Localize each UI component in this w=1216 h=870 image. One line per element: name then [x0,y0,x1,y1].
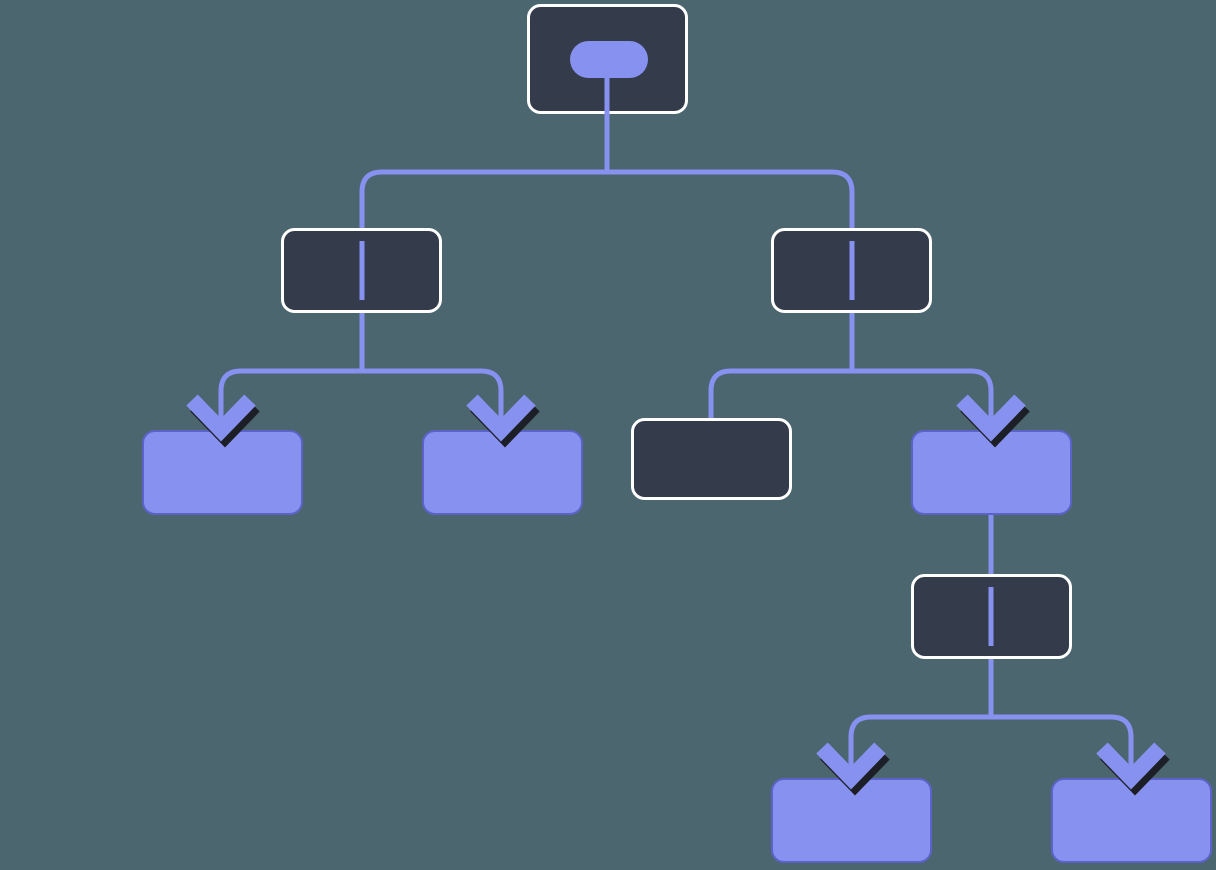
level2-right-node[interactable] [771,228,932,313]
edge-level4-to-leaf-left [848,714,991,778]
level4-dark-node[interactable] [911,574,1072,659]
nodes-group [142,4,1212,863]
level3-dark-node[interactable] [631,418,792,500]
level2-left-node[interactable] [281,228,442,313]
arrowhead-marker [466,394,540,448]
arrowhead-marker [816,742,890,796]
edge-level2-left-to-leaf-a [218,368,362,430]
arrowhead-highlight-chevron [186,394,256,442]
edge-root-to-level2-right [607,169,855,228]
edge-level4-to-leaf-right [991,714,1134,778]
edge-level2-right-to-branch-node [852,368,994,430]
arrowhead-marker [186,394,260,448]
node-shape [631,418,792,500]
root-node[interactable] [527,4,688,115]
arrowhead-highlight-chevron [816,742,886,790]
arrowhead-highlight-chevron [956,394,1026,442]
arrowhead-highlight-chevron [1096,742,1166,790]
arrowhead-marker [956,394,1030,448]
arrowheads-group [186,394,1170,796]
arrowhead-marker [1096,742,1170,796]
arrowhead-highlight-chevron [466,394,536,442]
edge-level2-right-to-dark-node [708,368,852,418]
edge-level2-left-to-leaf-b [362,368,504,430]
node-pill-shape [570,41,648,78]
edge-root-to-level2-left [359,169,607,228]
edges-group [218,114,1134,778]
